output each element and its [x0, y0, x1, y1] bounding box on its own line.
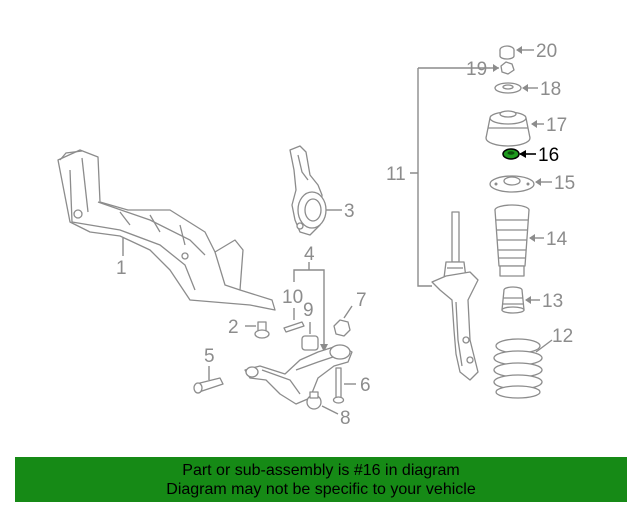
- banner-line-1: Part or sub-assembly is #16 in diagram: [182, 462, 460, 479]
- steering-knuckle-part-3[interactable]: [289, 145, 327, 236]
- label-14: 14: [546, 229, 568, 250]
- bearing-part-16[interactable]: [502, 148, 520, 160]
- leader-12: [535, 339, 553, 353]
- label-10: 10: [282, 287, 303, 308]
- nut-part-7[interactable]: [333, 319, 351, 337]
- leader-4: [293, 262, 325, 350]
- coil-spring-part-12[interactable]: [493, 338, 543, 399]
- bolt-part-10[interactable]: [283, 321, 305, 333]
- washer-part-18[interactable]: [494, 82, 522, 94]
- ball-joint-part-8[interactable]: [306, 391, 322, 410]
- label-4: 4: [304, 244, 315, 265]
- bump-stop-part-13[interactable]: [501, 286, 525, 314]
- label-8: 8: [340, 408, 351, 429]
- label-7: 7: [356, 290, 367, 311]
- leader-11: [410, 67, 490, 287]
- label-2: 2: [228, 317, 239, 338]
- label-5: 5: [204, 346, 215, 367]
- spring-seat-part-15[interactable]: [489, 175, 535, 193]
- label-19: 19: [466, 59, 487, 80]
- leader-8: [321, 405, 339, 415]
- banner-line-2: Diagram may not be specific to your vehi…: [166, 481, 476, 498]
- dust-boot-part-14[interactable]: [494, 204, 530, 277]
- parts-diagram: 1 3 4 2 10 9 7 5: [57, 41, 575, 429]
- crossmember-part-1[interactable]: [57, 149, 276, 311]
- leader-16-arrow: [519, 150, 526, 158]
- bolt-part-6[interactable]: [332, 367, 345, 404]
- label-13: 13: [542, 291, 563, 312]
- info-banner: Part or sub-assembly is #16 in diagram D…: [15, 457, 627, 502]
- label-9: 9: [303, 300, 314, 321]
- label-20: 20: [536, 41, 557, 62]
- label-15: 15: [554, 173, 575, 194]
- bolt-part-2[interactable]: [254, 321, 270, 339]
- lower-control-arm[interactable]: [244, 344, 353, 405]
- nut-part-19[interactable]: [500, 61, 515, 75]
- label-3: 3: [344, 201, 355, 222]
- strut-assembly[interactable]: [431, 211, 479, 381]
- strut-mount-part-17[interactable]: [485, 110, 531, 147]
- bolt-part-5[interactable]: [193, 377, 224, 394]
- label-1: 1: [116, 258, 127, 279]
- cap-part-20[interactable]: [499, 45, 515, 60]
- label-16: 16: [538, 145, 559, 166]
- bushing-part-9[interactable]: [301, 335, 319, 351]
- label-18: 18: [540, 79, 561, 100]
- leader-7: [343, 305, 353, 319]
- label-17: 17: [546, 115, 567, 136]
- label-11: 11: [386, 164, 406, 185]
- label-12: 12: [552, 326, 573, 347]
- label-6: 6: [360, 375, 371, 396]
